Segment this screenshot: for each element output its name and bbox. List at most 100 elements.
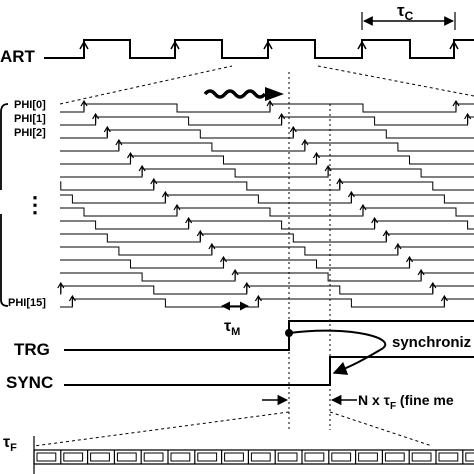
rising-edge-arrow-icon: [208, 242, 216, 254]
rising-edge-arrow-icon: [185, 216, 193, 228]
phase-1-waveform: [60, 116, 474, 126]
rising-edge-arrow-icon: [173, 203, 181, 215]
rising-edge-arrow-icon: [254, 294, 262, 306]
rising-edge-arrow-icon: [371, 216, 379, 228]
phase-5-row: [60, 164, 474, 178]
rising-edge-arrow-icon: [79, 40, 89, 57]
phase-9-row: [60, 216, 474, 230]
phase-13-waveform: [60, 272, 474, 282]
rising-edge-arrow-icon: [57, 281, 65, 293]
phase-13-row: [60, 268, 474, 282]
rising-edge-arrow-icon: [336, 177, 344, 189]
phase-2-waveform: [60, 129, 474, 139]
clock-edge-markers: [79, 40, 459, 57]
synchronize-curve: [288, 329, 387, 375]
rising-edge-arrow-icon: [126, 151, 135, 163]
trg-label: TRG: [14, 340, 50, 359]
delay-cell: [381, 450, 405, 464]
wavy-arrow-icon: [203, 87, 284, 101]
phase-12-row: [60, 255, 474, 269]
trg-signal: TRG: [14, 320, 474, 359]
rising-edge-arrow-icon: [405, 255, 414, 267]
delay-cell: [462, 450, 474, 464]
rising-edge-arrow-icon: [243, 281, 251, 293]
rising-edge-arrow-icon: [170, 40, 180, 57]
delay-cell: [113, 450, 137, 464]
phase-label-ellipsis: ⋮: [24, 192, 46, 217]
rising-edge-arrow-icon: [196, 229, 204, 241]
phase-11-row: [60, 242, 474, 256]
rising-edge-arrow-icon: [289, 125, 297, 137]
fine-delay-line: [33, 449, 474, 465]
delay-cell: [194, 450, 218, 464]
delay-cell: [328, 450, 352, 464]
rising-edge-arrow-icon: [92, 112, 100, 124]
phase-label-1: PHI[1]: [14, 113, 46, 125]
start-clock: ART: [0, 39, 474, 66]
phase-2-row: [60, 125, 474, 139]
phase-11-waveform: [60, 246, 474, 256]
zoom-line-bottom-right: [329, 411, 433, 447]
fine-measure-label: N x τF (fine me: [358, 392, 454, 412]
phase-labels: PHI[0] PHI[1] PHI[2] ⋮ PHI[15]: [8, 99, 46, 309]
delay-cell: [435, 450, 459, 464]
phase-5-waveform: [60, 168, 474, 178]
phase-15-row: [60, 294, 474, 308]
phase-4-row: [60, 151, 474, 165]
phase-bracket: [0, 103, 9, 307]
phase-14-row: [57, 281, 474, 295]
tau-m-label: τM: [224, 318, 240, 338]
zoom-lines-bottom: [33, 411, 433, 447]
sync-signal: SYNC: [6, 356, 474, 392]
delay-cell: [355, 450, 378, 464]
rising-edge-arrow-icon: [161, 190, 169, 202]
phase-7-row: [60, 190, 474, 204]
rising-edge-arrow-icon: [357, 40, 367, 57]
rising-edge-arrow-icon: [68, 294, 76, 306]
phase-14-waveform: [60, 285, 474, 295]
rising-edge-arrow-icon: [219, 255, 228, 267]
rising-edge-arrow-icon: [301, 138, 309, 150]
sync-label: SYNC: [6, 373, 53, 392]
phase-9-waveform: [60, 220, 474, 230]
delay-cell: [408, 450, 432, 464]
phase-label-15: PHI[15]: [8, 297, 46, 309]
phase-7-waveform: [60, 194, 474, 204]
rising-edge-arrow-icon: [231, 268, 239, 280]
tau-c-dimension: τC: [361, 1, 456, 30]
delay-cell: [247, 450, 271, 464]
zoom-line-right: [317, 65, 474, 97]
rising-edge-arrow-icon: [452, 99, 460, 111]
delay-cell: [86, 450, 110, 464]
start-label: ART: [0, 47, 36, 66]
rising-edge-arrow-icon: [263, 40, 273, 57]
phase-10-waveform: [60, 233, 474, 243]
zoom-line-bottom-left: [33, 411, 290, 447]
rising-edge-arrow-icon: [464, 112, 472, 124]
bracket-upper: [0, 103, 9, 190]
phase-8-waveform: [60, 207, 474, 217]
phase-10-row: [60, 229, 474, 243]
phase-label-2: PHI[2]: [14, 127, 46, 139]
tau-m-dimension: τM: [221, 301, 249, 338]
delay-cell: [167, 450, 191, 464]
delay-cell: [221, 450, 244, 464]
delay-cell: [60, 450, 84, 464]
tau-f-label: τF: [3, 434, 17, 454]
phase-6-waveform: [60, 181, 474, 191]
phase-waveforms: [57, 99, 474, 308]
delay-cell: [301, 450, 325, 464]
rising-edge-arrow-icon: [266, 99, 274, 111]
rising-edge-arrow-icon: [80, 99, 88, 111]
sync-waveform: [64, 356, 474, 386]
delay-cell: [140, 450, 164, 464]
rising-edge-arrow-icon: [103, 125, 111, 137]
rising-edge-arrow-icon: [138, 164, 146, 176]
rising-edge-arrow-icon: [449, 40, 459, 57]
delay-cell: [33, 450, 57, 464]
rising-edge-arrow-icon: [115, 138, 123, 150]
phase-8-row: [60, 203, 474, 217]
phase-1-row: [60, 112, 474, 126]
phase-15-waveform: [60, 298, 474, 308]
tau-c-label: τC: [397, 1, 414, 23]
